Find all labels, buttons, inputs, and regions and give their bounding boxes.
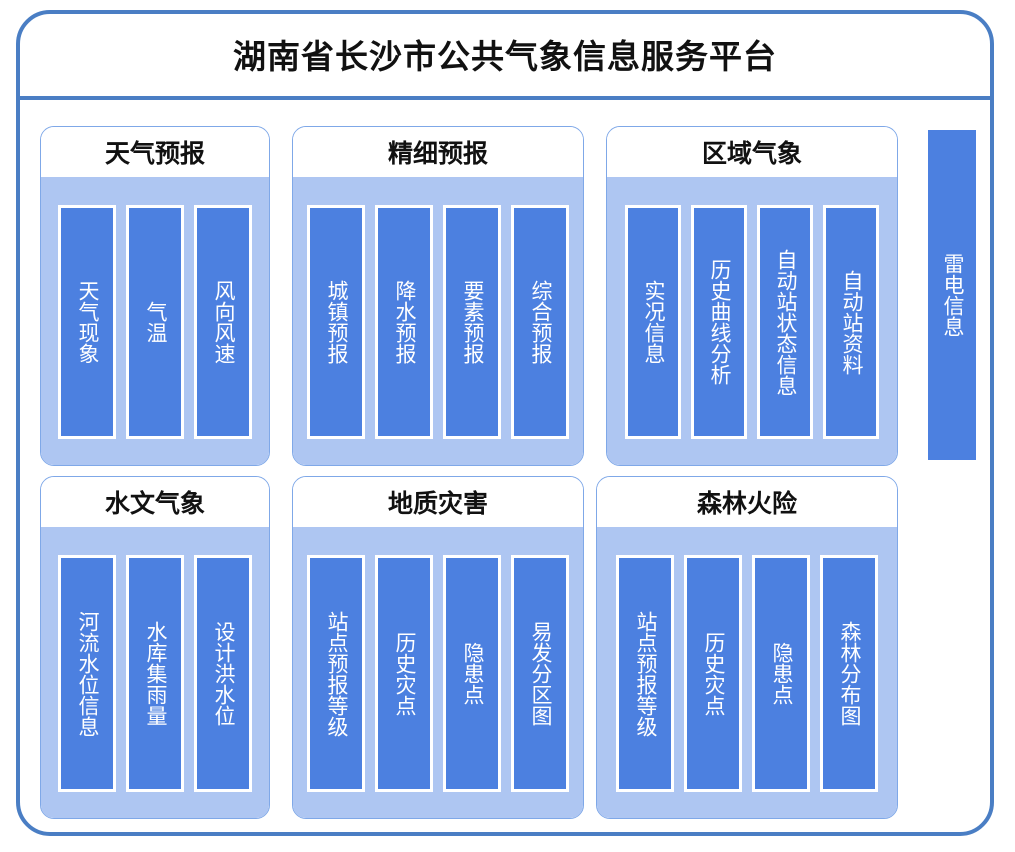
tile-lightning-information[interactable]: 雷电信息 bbox=[928, 130, 976, 460]
page-title: 湖南省长沙市公共气象信息服务平台 bbox=[233, 38, 777, 75]
panel-title: 天气预报 bbox=[104, 140, 205, 168]
panel-hydro-meteorology[interactable]: 水文气象 河流水位信息 水库集雨量 设计洪水位 bbox=[40, 476, 270, 819]
tile-label: 城镇预报 bbox=[324, 280, 348, 364]
tile-element-forecast[interactable]: 要素预报 bbox=[443, 205, 501, 439]
tile-wind-direction-speed[interactable]: 风向风速 bbox=[194, 205, 252, 439]
tile-history-curve-analysis[interactable]: 历史曲线分析 bbox=[691, 205, 747, 439]
panel-title: 水文气象 bbox=[104, 490, 205, 518]
tile-label: 气温 bbox=[143, 301, 167, 343]
panel-title: 精细预报 bbox=[387, 140, 488, 168]
tile-live-information[interactable]: 实况信息 bbox=[625, 205, 681, 439]
tile-hidden-danger-points[interactable]: 隐患点 bbox=[443, 555, 501, 792]
tile-design-flood-level[interactable]: 设计洪水位 bbox=[194, 555, 252, 792]
tile-label: 站点预报等级 bbox=[324, 610, 348, 737]
panel-header-geological-hazard: 地质灾害 bbox=[293, 477, 583, 527]
panel-header-fine-forecast: 精细预报 bbox=[293, 127, 583, 177]
panel-header-weather-forecast: 天气预报 bbox=[41, 127, 269, 177]
panel-body-weather-forecast: 天气现象 气温 风向风速 bbox=[41, 177, 269, 465]
tile-label: 易发分区图 bbox=[528, 621, 552, 726]
panel-title: 地质灾害 bbox=[387, 490, 488, 518]
tile-label: 森林分布图 bbox=[837, 621, 861, 726]
tile-station-forecast-level[interactable]: 站点预报等级 bbox=[307, 555, 365, 792]
tile-label: 雷电信息 bbox=[940, 253, 964, 337]
tile-label: 隐患点 bbox=[769, 642, 793, 705]
panel-forest-fire-risk[interactable]: 森林火险 站点预报等级 历史灾点 隐患点 森林分布图 bbox=[596, 476, 898, 819]
tile-label: 实况信息 bbox=[641, 280, 665, 364]
tile-reservoir-rainfall[interactable]: 水库集雨量 bbox=[126, 555, 184, 792]
panel-body-forest-fire-risk: 站点预报等级 历史灾点 隐患点 森林分布图 bbox=[597, 527, 897, 818]
tile-historical-disaster-points[interactable]: 历史灾点 bbox=[375, 555, 433, 792]
panel-body-hydro-meteorology: 河流水位信息 水库集雨量 设计洪水位 bbox=[41, 527, 269, 818]
tile-label: 隐患点 bbox=[460, 642, 484, 705]
panel-body-fine-forecast: 城镇预报 降水预报 要素预报 综合预报 bbox=[293, 177, 583, 465]
panel-header-forest-fire-risk: 森林火险 bbox=[597, 477, 897, 527]
panel-header-hydro-meteorology: 水文气象 bbox=[41, 477, 269, 527]
panel-regional-meteorology[interactable]: 区域气象 实况信息 历史曲线分析 自动站状态信息 自动站资料 bbox=[606, 126, 898, 466]
tile-label: 河流水位信息 bbox=[75, 610, 99, 737]
tile-aws-status-information[interactable]: 自动站状态信息 bbox=[757, 205, 813, 439]
tile-label: 风向风速 bbox=[211, 280, 235, 364]
tile-precipitation-forecast[interactable]: 降水预报 bbox=[375, 205, 433, 439]
platform-title-bar: 湖南省长沙市公共气象信息服务平台 bbox=[16, 10, 994, 98]
tile-comprehensive-forecast[interactable]: 综合预报 bbox=[511, 205, 569, 439]
panel-body-geological-hazard: 站点预报等级 历史灾点 隐患点 易发分区图 bbox=[293, 527, 583, 818]
panel-title: 区域气象 bbox=[701, 140, 802, 168]
tile-label: 设计洪水位 bbox=[211, 621, 235, 726]
tile-label: 要素预报 bbox=[460, 280, 484, 364]
tile-forest-distribution-map[interactable]: 森林分布图 bbox=[820, 555, 878, 792]
tile-label: 站点预报等级 bbox=[633, 610, 657, 737]
tile-label: 水库集雨量 bbox=[143, 621, 167, 726]
tile-susceptibility-zoning-map[interactable]: 易发分区图 bbox=[511, 555, 569, 792]
tile-label: 自动站资料 bbox=[839, 269, 863, 375]
tile-label: 历史灾点 bbox=[701, 631, 725, 716]
tile-label: 自动站状态信息 bbox=[773, 248, 797, 396]
tile-hidden-danger-points[interactable]: 隐患点 bbox=[752, 555, 810, 792]
tile-temperature[interactable]: 气温 bbox=[126, 205, 184, 439]
panel-fine-forecast[interactable]: 精细预报 城镇预报 降水预报 要素预报 综合预报 bbox=[292, 126, 584, 466]
tile-label: 降水预报 bbox=[392, 280, 416, 364]
panel-weather-forecast[interactable]: 天气预报 天气现象 气温 风向风速 bbox=[40, 126, 270, 466]
tile-station-forecast-level[interactable]: 站点预报等级 bbox=[616, 555, 674, 792]
tile-label: 天气现象 bbox=[75, 280, 99, 364]
panel-grid: 天气预报 天气现象 气温 风向风速 精细预报 城镇预报 bbox=[40, 126, 910, 826]
tile-label: 历史曲线分析 bbox=[707, 259, 731, 385]
tile-historical-disaster-points[interactable]: 历史灾点 bbox=[684, 555, 742, 792]
tile-label: 历史灾点 bbox=[392, 631, 416, 716]
panel-geological-hazard[interactable]: 地质灾害 站点预报等级 历史灾点 隐患点 易发分区图 bbox=[292, 476, 584, 819]
panel-title: 森林火险 bbox=[696, 490, 797, 518]
panel-header-regional-meteorology: 区域气象 bbox=[607, 127, 897, 177]
tile-label: 综合预报 bbox=[528, 280, 552, 364]
tile-weather-phenomena[interactable]: 天气现象 bbox=[58, 205, 116, 439]
tile-aws-data[interactable]: 自动站资料 bbox=[823, 205, 879, 439]
tile-river-water-level-info[interactable]: 河流水位信息 bbox=[58, 555, 116, 792]
panel-body-regional-meteorology: 实况信息 历史曲线分析 自动站状态信息 自动站资料 bbox=[607, 177, 897, 465]
title-divider bbox=[20, 96, 990, 100]
tile-town-forecast[interactable]: 城镇预报 bbox=[307, 205, 365, 439]
